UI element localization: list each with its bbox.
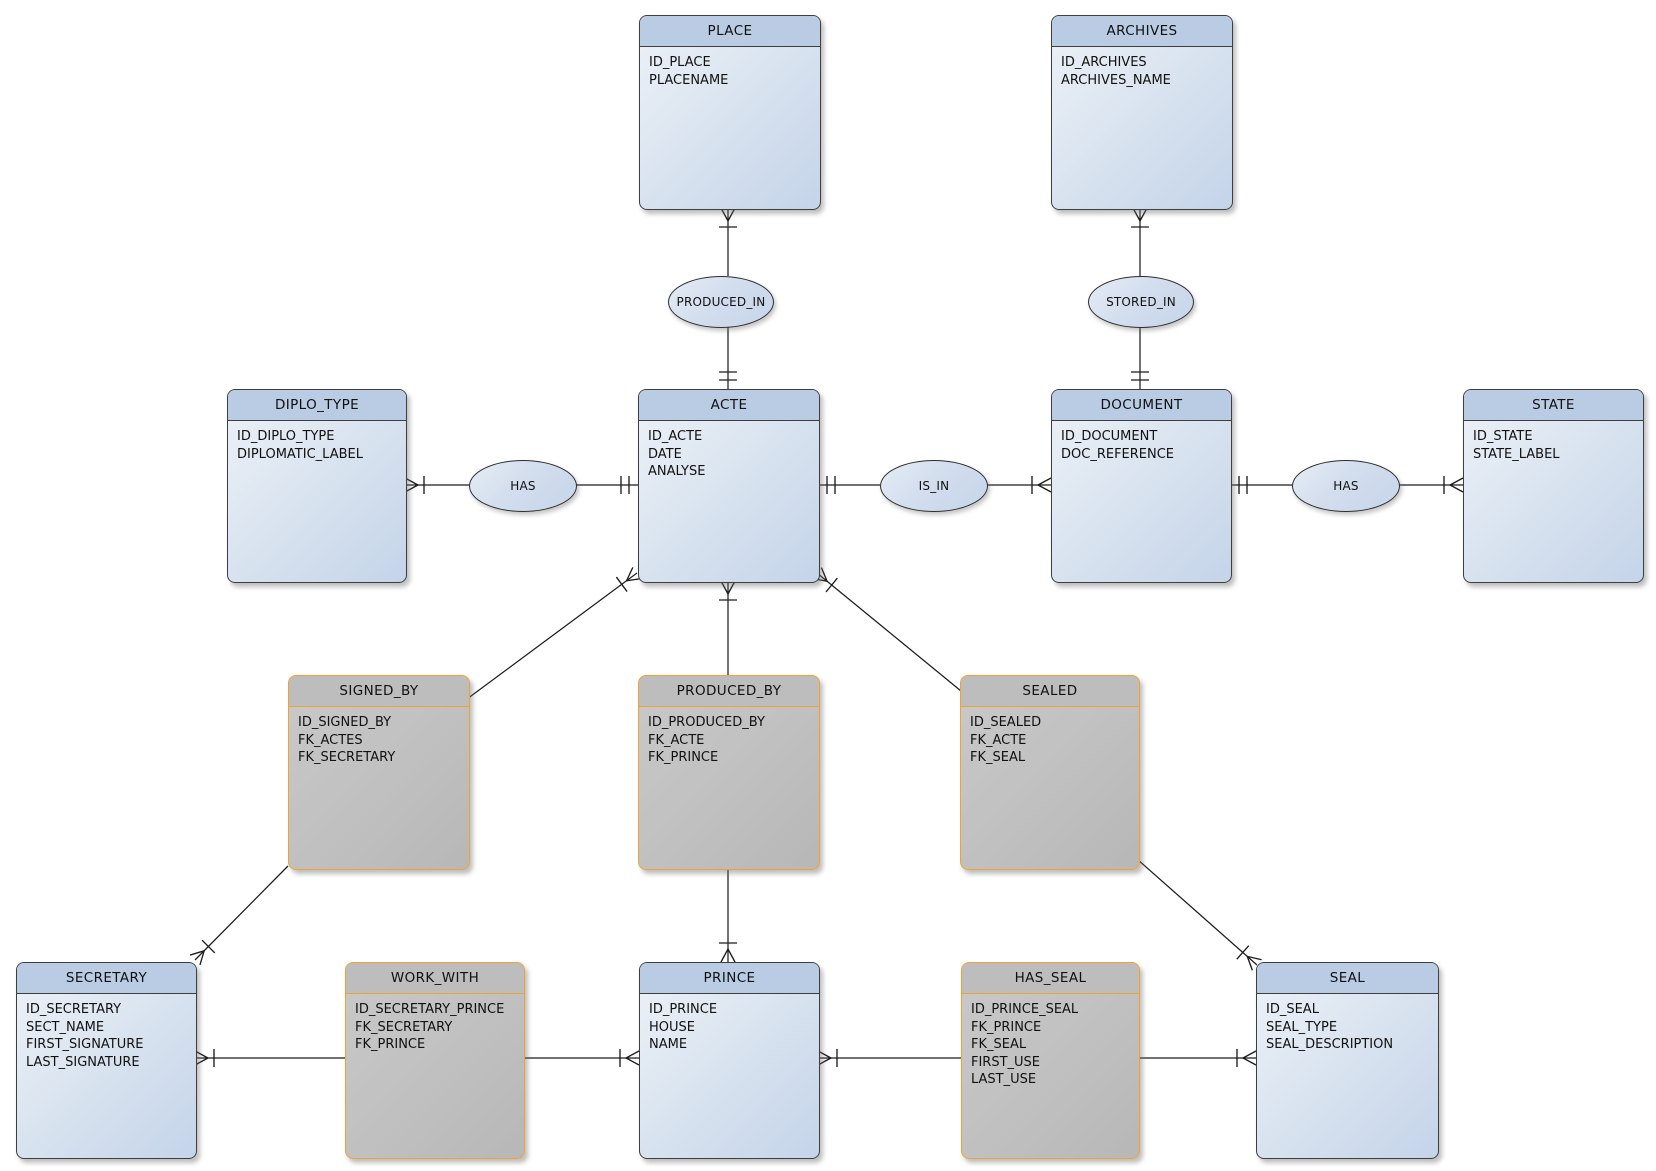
relationship-label: IS_IN (918, 479, 950, 493)
attribute: PLACENAME (649, 72, 729, 88)
attribute: FK_ACTES (298, 732, 363, 748)
entity-diplo-type[interactable]: DIPLO_TYPE ID_DIPLO_TYPE DIPLOMATIC_LABE… (227, 389, 407, 583)
attribute: ID_DIPLO_TYPE (237, 429, 335, 444)
attribute: ID_ACTE (648, 429, 703, 444)
attribute: ID_PLACE (649, 55, 711, 70)
entity-title: SEAL (1257, 963, 1438, 994)
attribute: FK_PRINCE (648, 750, 719, 765)
attribute: ID_DOCUMENT (1061, 429, 1158, 444)
entity-title: PRODUCED_BY (639, 676, 819, 707)
entity-title: SECRETARY (17, 963, 196, 994)
relationship-label: STORED_IN (1106, 295, 1176, 309)
attribute: FK_ACTE (970, 732, 1027, 748)
entity-prince[interactable]: PRINCE ID_PRINCE HOUSE NAME (639, 962, 820, 1159)
entity-title: PRINCE (640, 963, 819, 994)
attribute: LAST_USE (971, 1072, 1037, 1087)
association-produced-by[interactable]: PRODUCED_BY ID_PRODUCED_BY FK_ACTE FK_PR… (638, 675, 820, 870)
attribute: STATE_LABEL (1473, 446, 1560, 462)
entity-seal[interactable]: SEAL ID_SEAL SEAL_TYPE SEAL_DESCRIPTION (1256, 962, 1439, 1159)
relationship-is-in[interactable]: IS_IN (880, 460, 988, 512)
attribute: HOUSE (649, 1019, 695, 1035)
attribute: SECT_NAME (26, 1019, 105, 1035)
attribute: FK_SECRETARY (355, 1019, 453, 1035)
relationship-has-diplo[interactable]: HAS (469, 460, 577, 512)
entity-place[interactable]: PLACE ID_PLACE PLACENAME (639, 15, 821, 210)
connector-line (1136, 858, 1258, 966)
relationship-label: HAS (510, 479, 536, 493)
entity-acte[interactable]: ACTE ID_ACTE DATE ANALYSE (638, 389, 820, 583)
relationship-label: HAS (1333, 479, 1359, 493)
entity-title: SIGNED_BY (289, 676, 469, 707)
entity-title: PLACE (640, 16, 820, 47)
attribute: ID_PRINCE (649, 1002, 718, 1017)
entity-archives[interactable]: ARCHIVES ID_ARCHIVES ARCHIVES_NAME (1051, 15, 1233, 210)
attribute: DIPLOMATIC_LABEL (237, 446, 363, 462)
entity-title: STATE (1464, 390, 1643, 421)
attribute: ARCHIVES_NAME (1061, 72, 1171, 88)
entity-title: SEALED (961, 676, 1139, 707)
attribute: ID_SECRETARY_PRINCE (355, 1002, 505, 1017)
connector-line (816, 572, 962, 692)
attribute: ID_ARCHIVES (1061, 55, 1147, 70)
connector-line (466, 572, 638, 700)
attribute: SEAL_DESCRIPTION (1266, 1037, 1394, 1052)
attribute: DOC_REFERENCE (1061, 446, 1175, 462)
entity-secretary[interactable]: SECRETARY ID_SECRETARY SECT_NAME FIRST_S… (16, 962, 197, 1159)
entity-title: DIPLO_TYPE (228, 390, 406, 421)
attribute: NAME (649, 1037, 688, 1052)
attribute: FIRST_USE (971, 1054, 1041, 1070)
relationship-has-state[interactable]: HAS (1292, 460, 1400, 512)
association-sealed[interactable]: SEALED ID_SEALED FK_ACTE FK_SEAL (960, 675, 1140, 870)
entity-title: HAS_SEAL (962, 963, 1139, 994)
attribute: FK_SECRETARY (298, 750, 396, 765)
attribute: FK_ACTE (648, 732, 705, 748)
attribute: FIRST_SIGNATURE (26, 1037, 144, 1052)
entity-title: DOCUMENT (1052, 390, 1231, 421)
entity-title: WORK_WITH (346, 963, 524, 994)
attribute: FK_PRINCE (971, 1019, 1042, 1035)
attribute: ID_STATE (1473, 429, 1533, 444)
entity-title: ARCHIVES (1052, 16, 1232, 47)
association-has-seal[interactable]: HAS_SEAL ID_PRINCE_SEAL FK_PRINCE FK_SEA… (961, 962, 1140, 1159)
entity-title: ACTE (639, 390, 819, 421)
attribute: ID_SIGNED_BY (298, 715, 392, 730)
attribute: ID_SEAL (1266, 1002, 1319, 1017)
association-signed-by[interactable]: SIGNED_BY ID_SIGNED_BY FK_ACTES FK_SECRE… (288, 675, 470, 870)
attribute: ANALYSE (648, 464, 706, 479)
attribute: DATE (648, 446, 682, 462)
attribute: ID_PRODUCED_BY (648, 715, 765, 730)
attribute: FK_SEAL (970, 750, 1026, 765)
connector-line (194, 865, 289, 961)
attribute: ID_SECRETARY (26, 1002, 122, 1017)
relationship-produced-in[interactable]: PRODUCED_IN (668, 276, 774, 328)
relationship-stored-in[interactable]: STORED_IN (1088, 276, 1194, 328)
attribute: ID_SEALED (970, 715, 1042, 730)
attribute: ID_PRINCE_SEAL (971, 1002, 1079, 1017)
attribute: LAST_SIGNATURE (26, 1054, 140, 1070)
attribute: SEAL_TYPE (1266, 1019, 1338, 1035)
relationship-label: PRODUCED_IN (676, 295, 766, 309)
attribute: FK_SEAL (971, 1037, 1027, 1052)
attribute: FK_PRINCE (355, 1037, 426, 1052)
entity-document[interactable]: DOCUMENT ID_DOCUMENT DOC_REFERENCE (1051, 389, 1232, 583)
association-work-with[interactable]: WORK_WITH ID_SECRETARY_PRINCE FK_SECRETA… (345, 962, 525, 1159)
entity-state[interactable]: STATE ID_STATE STATE_LABEL (1463, 389, 1644, 583)
